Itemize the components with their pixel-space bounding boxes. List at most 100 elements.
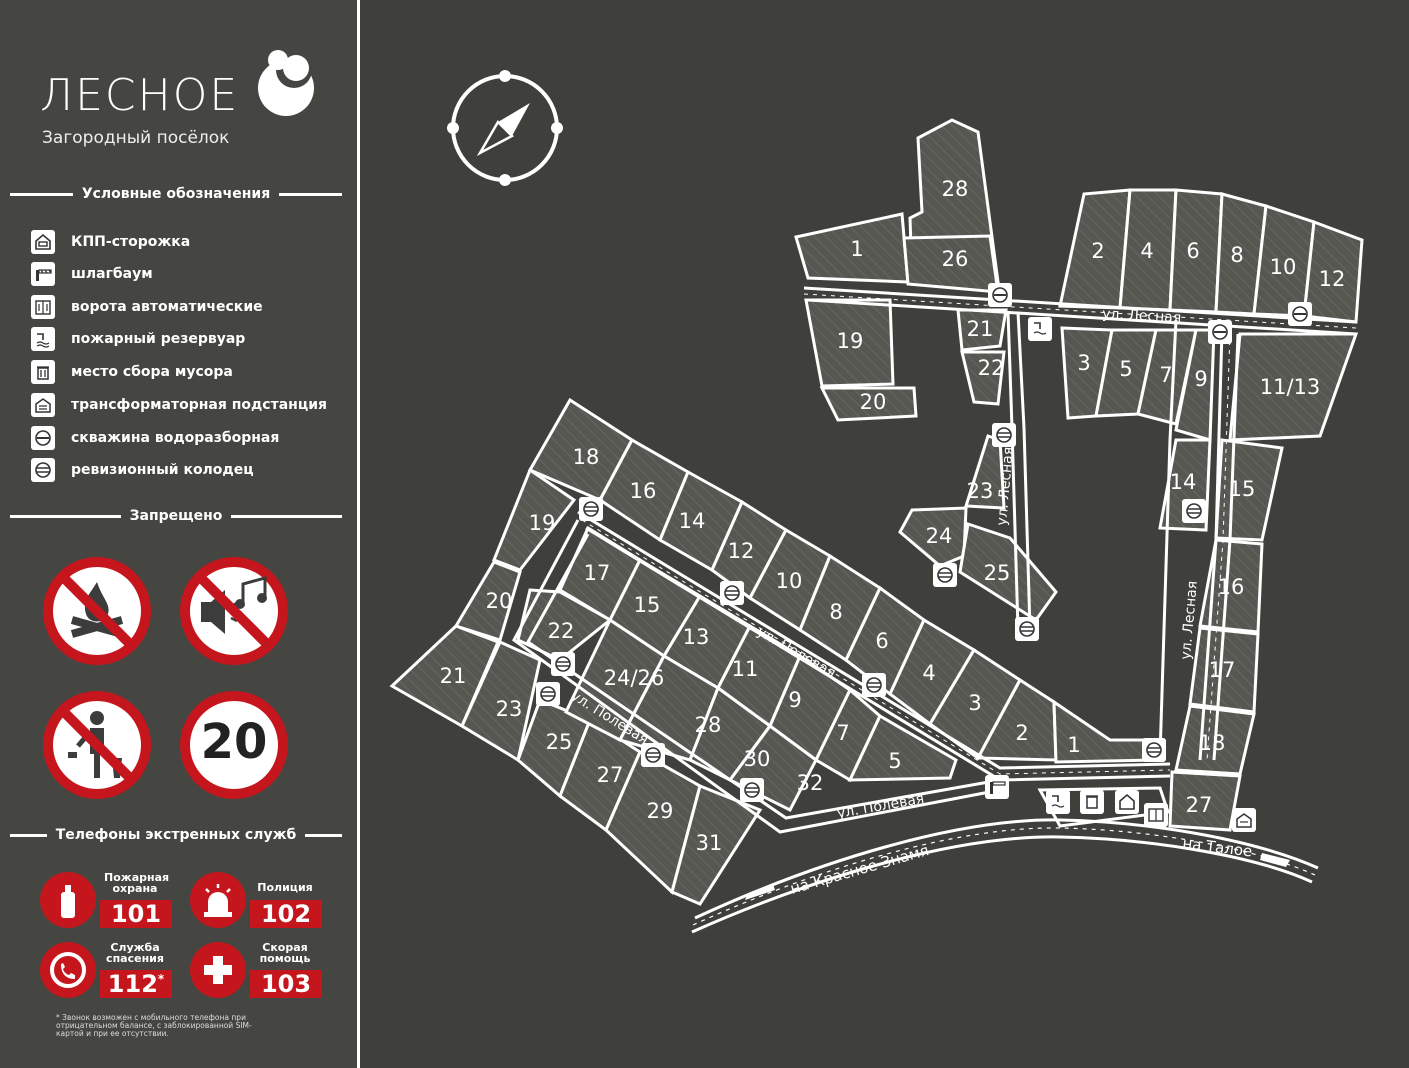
phone-fire-number: 101 xyxy=(100,900,172,928)
plot-label: 17 xyxy=(1209,658,1236,682)
plot-label: 19 xyxy=(529,511,556,535)
plot-label: 23 xyxy=(496,697,523,721)
plot-label: 20 xyxy=(486,589,513,613)
street-label: ул. Лесная xyxy=(994,446,1017,526)
no-fire-icon xyxy=(43,557,151,665)
plot-label: 14 xyxy=(679,509,706,533)
plot-label: 6 xyxy=(875,629,888,653)
fire-reservoir-icon xyxy=(1046,790,1070,814)
legend-item-auto-gate: ворота автоматические xyxy=(31,295,263,319)
phone-fire-label: Пожарная охрана xyxy=(104,871,170,895)
street-label: ул. Лесная xyxy=(1178,580,1201,660)
legend-item-barrier: шлагбаум xyxy=(31,262,153,286)
legend-item-fire-reservoir: пожарный резервуар xyxy=(31,327,245,351)
speed-limit-icon xyxy=(180,691,288,799)
water-well-icon xyxy=(1288,302,1312,326)
compass-icon xyxy=(447,70,563,186)
barrier-icon xyxy=(985,775,1009,799)
plot-label: 4 xyxy=(1140,239,1153,263)
plot-label: 29 xyxy=(647,799,674,823)
plot-label: 28 xyxy=(695,713,722,737)
plot-label: 12 xyxy=(728,539,755,563)
fire-reservoir-icon xyxy=(31,327,55,351)
plot-labels: 28 1 26 19 20 21 22 23 24 25 2 4 6 8 10 … xyxy=(440,177,1346,855)
guardhouse-icon xyxy=(31,230,55,254)
medical-cross-icon xyxy=(190,942,246,998)
plot-label: 7 xyxy=(1159,363,1172,387)
plot-label: 3 xyxy=(968,691,981,715)
plot-label: 2 xyxy=(1091,239,1104,263)
inspection-well-icon xyxy=(1142,738,1166,762)
plot-label: 31 xyxy=(696,831,723,855)
arrow-east-icon xyxy=(1260,853,1290,867)
plot-label: 13 xyxy=(683,625,710,649)
plot-label: 15 xyxy=(1229,477,1256,501)
plot-label: 10 xyxy=(776,569,803,593)
legend-title: Условные обозначения xyxy=(10,184,342,204)
plot-label: 5 xyxy=(1119,357,1132,381)
phone-police-label: Полиция xyxy=(257,881,313,894)
phone-police: Полиция 102 xyxy=(190,872,330,932)
plot-label: 26 xyxy=(942,247,969,271)
brand-logo-icon xyxy=(258,50,314,116)
inspection-well-icon xyxy=(933,563,957,587)
forbidden-title: Запрещено xyxy=(10,506,343,526)
footnote: * Звонок возможен с мобильного телефона … xyxy=(56,1013,252,1038)
phone-rescue-number: 112* xyxy=(100,970,172,998)
plot-label: 18 xyxy=(1199,731,1226,755)
panel-divider xyxy=(357,0,360,1068)
plot-label: 11/13 xyxy=(1260,375,1321,399)
plot-label: 24 xyxy=(926,524,953,548)
inspection-well-icon xyxy=(579,497,603,521)
plot-label: 1 xyxy=(1067,733,1080,757)
inspection-well-icon xyxy=(862,673,886,697)
main-road xyxy=(691,818,1319,934)
trash-icon xyxy=(31,360,55,384)
plot-label: 11 xyxy=(732,657,759,681)
plot-label: 3 xyxy=(1077,351,1090,375)
settlement-map: 28 1 26 19 20 21 22 23 24 25 2 4 6 8 10 … xyxy=(389,70,1364,934)
inspection-well-icon xyxy=(1015,617,1039,641)
plot-label: 14 xyxy=(1170,470,1197,494)
plot-label: 22 xyxy=(548,619,575,643)
inspection-well-icon xyxy=(1182,499,1206,523)
plot-label: 22 xyxy=(978,356,1005,380)
auto-gate-icon xyxy=(31,295,55,319)
phone-icon xyxy=(40,942,96,998)
phone-ambulance-label: Скорая помощь xyxy=(259,941,311,965)
inspection-well-icon xyxy=(31,458,55,482)
inspection-well-icon xyxy=(992,423,1016,447)
phone-fire: Пожарная охрана 101 xyxy=(40,872,180,932)
legend-item-water-well: скважина водоразборная xyxy=(31,426,279,450)
brand-name: ЛЕСНОЕ xyxy=(40,70,240,121)
plot-label: 21 xyxy=(967,317,994,341)
plot-label: 23 xyxy=(967,479,994,503)
plot-label: 10 xyxy=(1270,255,1297,279)
inspection-well-icon xyxy=(641,743,665,767)
water-well-icon xyxy=(31,426,55,450)
plot-label: 16 xyxy=(1218,575,1245,599)
plot-label: 9 xyxy=(788,688,801,712)
plot-label: 5 xyxy=(888,749,901,773)
street-label: ул. Лесная xyxy=(1102,306,1182,326)
auto-gate-icon xyxy=(1144,803,1168,827)
phone-police-number: 102 xyxy=(250,900,322,928)
legend-item-guardhouse: КПП-сторожка xyxy=(31,230,190,254)
arrow-west-icon xyxy=(745,884,775,900)
plot-label: 27 xyxy=(597,763,624,787)
plot-label: 28 xyxy=(942,177,969,201)
plot-label: 19 xyxy=(837,329,864,353)
plot-label: 20 xyxy=(860,390,887,414)
plot-label: 15 xyxy=(634,593,661,617)
plot-label: 25 xyxy=(546,730,573,754)
plot-label: 2 xyxy=(1015,721,1028,745)
plot-label: 17 xyxy=(584,561,611,585)
emergency-title: Телефоны экстренных служб xyxy=(10,825,343,845)
plot-label: 25 xyxy=(984,561,1011,585)
plot-label: 8 xyxy=(829,600,842,624)
barrier-icon xyxy=(31,262,55,286)
plot-label: 30 xyxy=(744,747,771,771)
no-littering-icon xyxy=(43,691,151,799)
street-label: ул. Полевая xyxy=(836,791,925,822)
water-well-icon xyxy=(1208,320,1232,344)
